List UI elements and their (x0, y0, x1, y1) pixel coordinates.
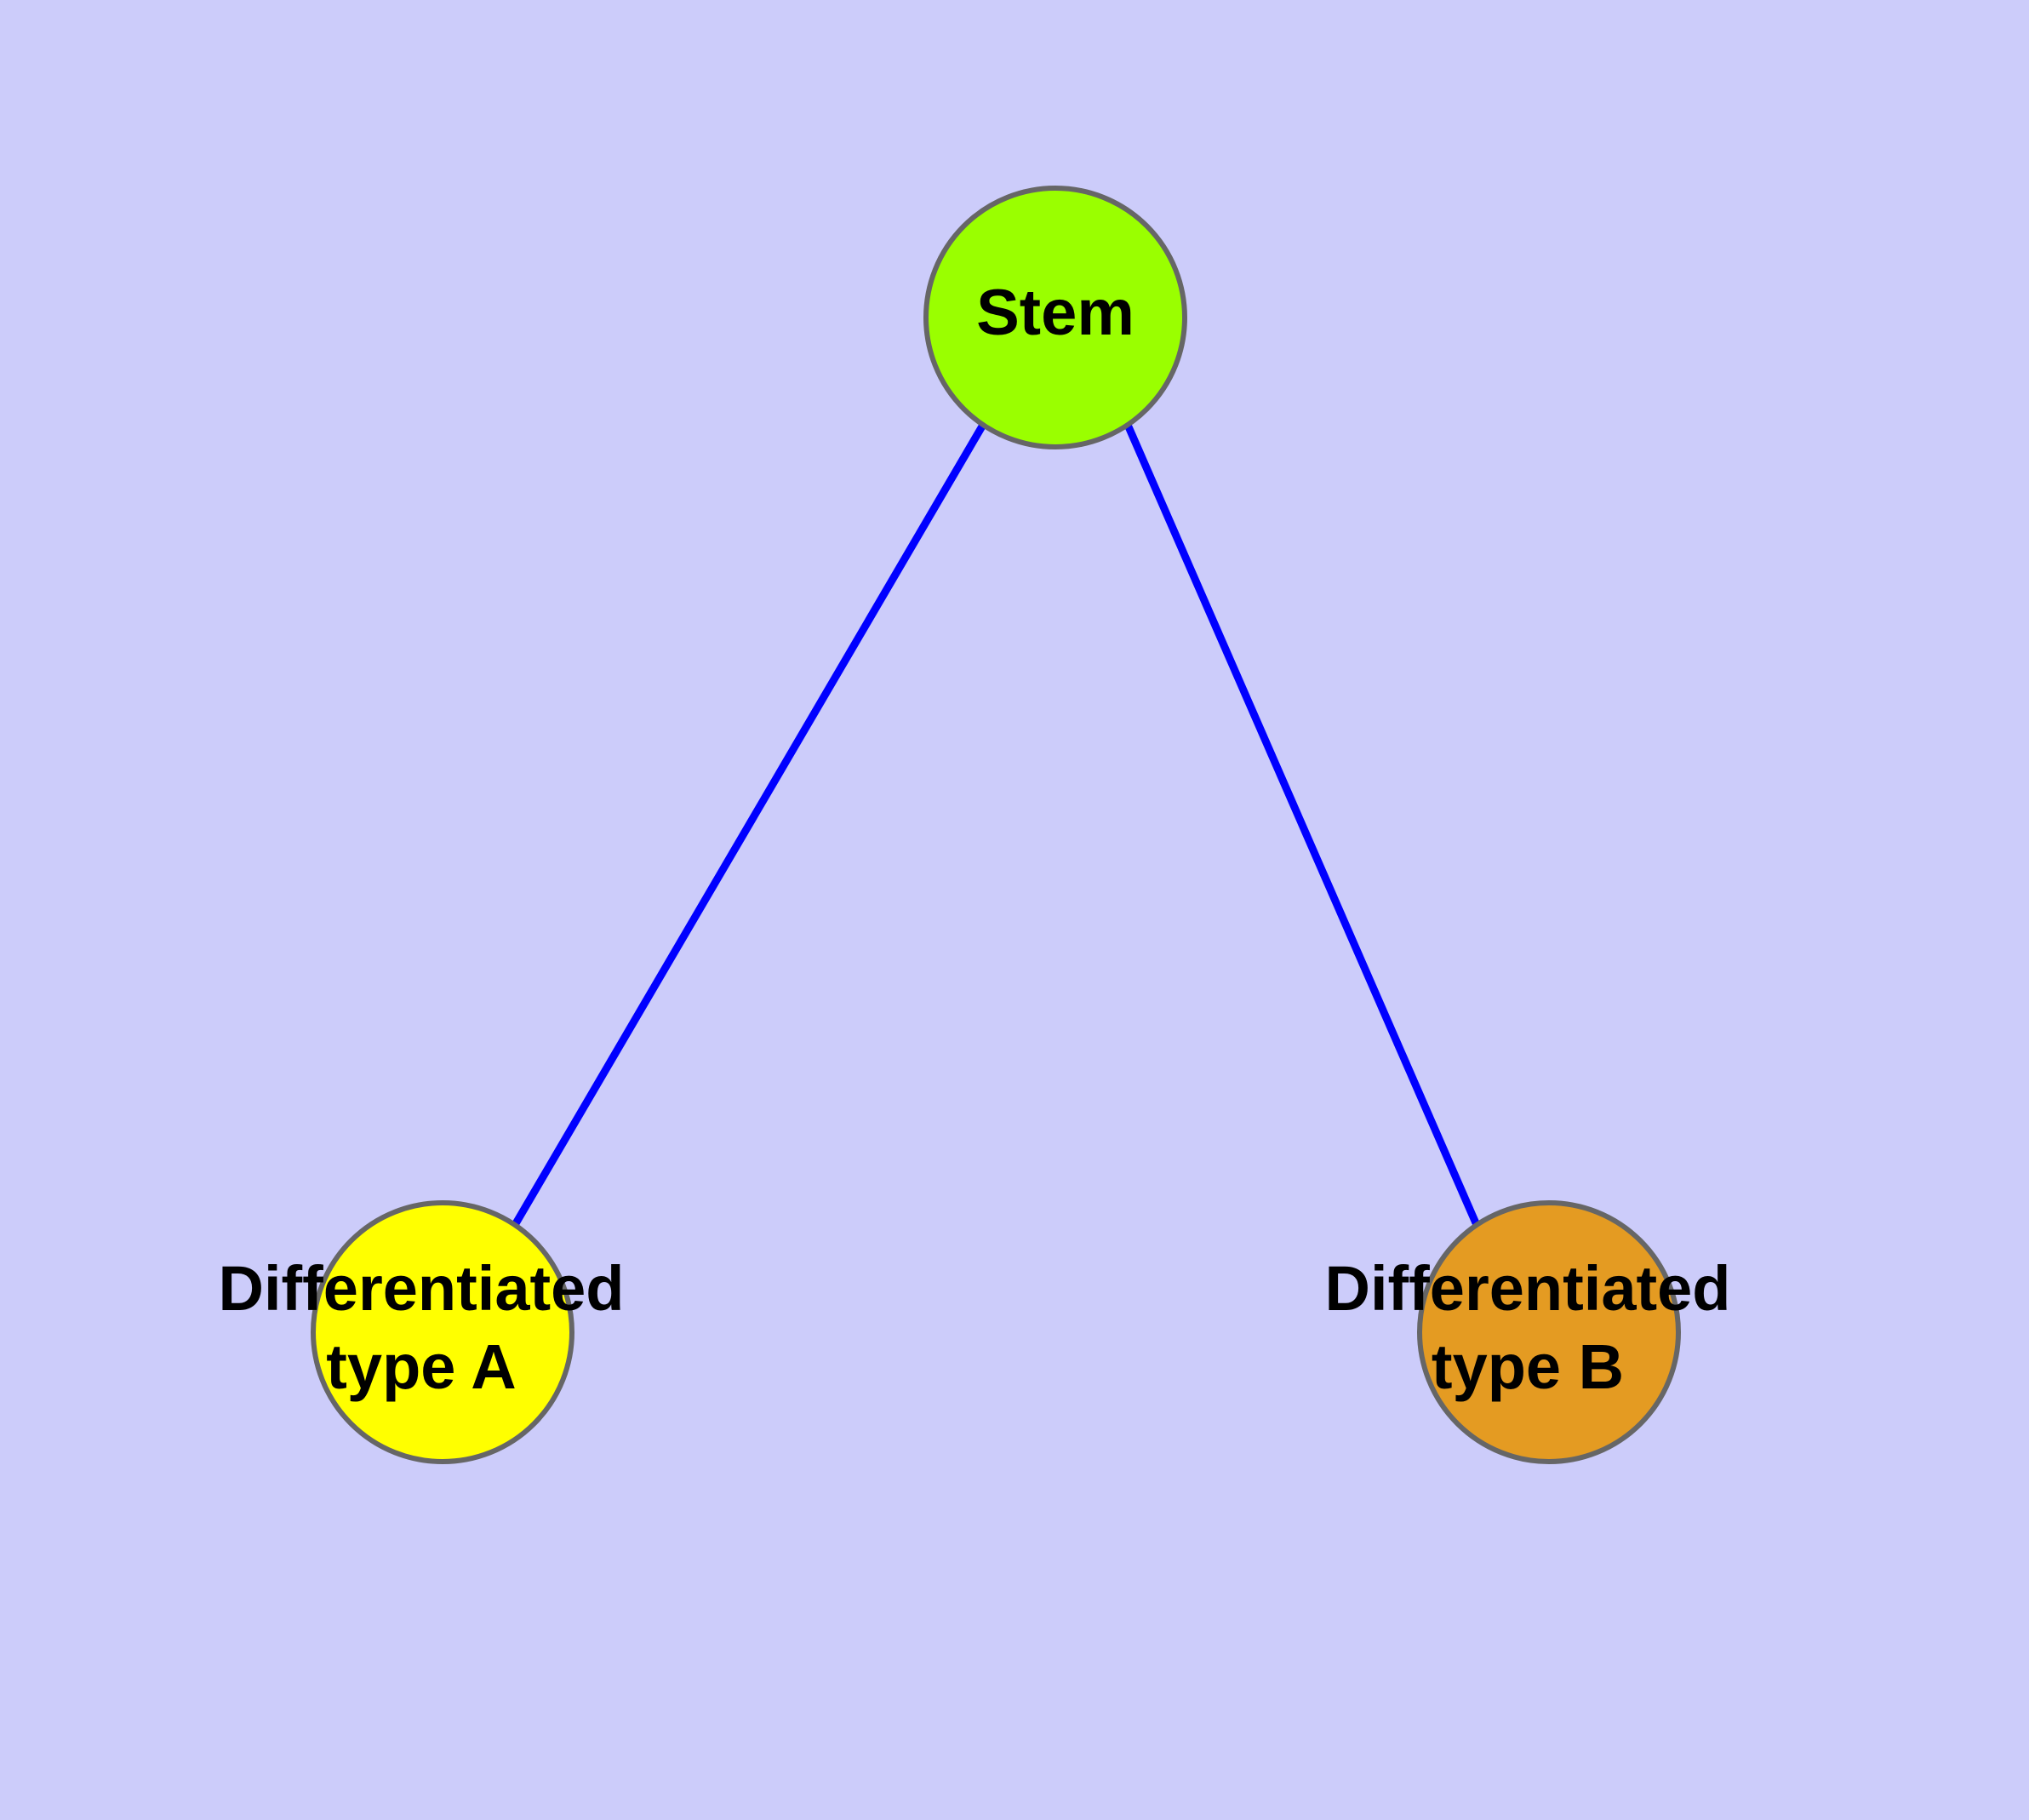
node-diff_b[interactable] (1417, 1200, 1681, 1464)
node-stem[interactable] (923, 186, 1187, 449)
node-diff_a[interactable] (311, 1200, 574, 1464)
edges-layer (512, 422, 1481, 1228)
node-label-line: Differentiated (219, 1253, 625, 1324)
edge-stem-to-diff-a (512, 422, 986, 1228)
nodes-layer (311, 186, 1681, 1464)
node-label-line: Differentiated (1325, 1253, 1731, 1324)
node-label-line: type B (1432, 1331, 1624, 1402)
node-label-stem: Stem (976, 277, 1135, 349)
node-label-line: Stem (976, 277, 1135, 349)
node-label-line: type A (326, 1331, 516, 1402)
edge-stem-to-diff-b (1123, 423, 1481, 1227)
